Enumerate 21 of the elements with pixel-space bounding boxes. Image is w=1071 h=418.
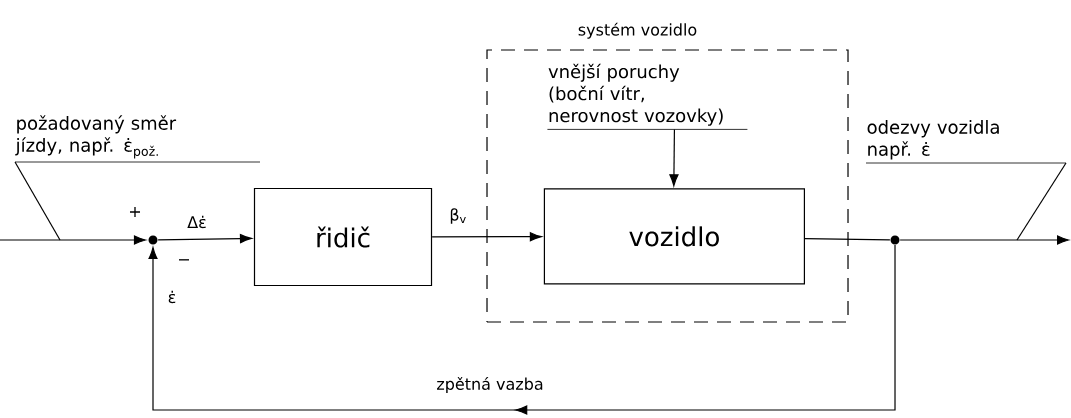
node-label: systém vozidlo [578, 22, 697, 39]
underlined-note: vnější poruchy (boční vítr, nerovnost vozovky) [547, 63, 748, 130]
leader-line [14, 161, 61, 241]
arrow [431, 232, 542, 242]
underlined-note: odezvy vozidla např. ε̇ [865, 120, 1067, 164]
edge-label: zpětná vazba [435, 375, 545, 395]
feedback-arrow [148, 244, 896, 415]
signal-label: − [179, 259, 189, 261]
arrow [157, 234, 252, 244]
process-box: vozidlo [543, 188, 805, 285]
arrow [0, 235, 146, 245]
leader-line [1016, 162, 1067, 241]
signal-label: + [130, 207, 140, 217]
arrow [899, 235, 1069, 245]
line [804, 237, 891, 241]
edge-label: β$_{v}$ [448, 207, 468, 225]
process-box: řidič [253, 187, 433, 287]
arrow [669, 128, 679, 187]
underlined-note: požadovaný směr jízdy, např. ε̇$_{pož.}$ [14, 115, 261, 163]
signal-label: ε̇ [168, 290, 176, 304]
edge-label: Δε̇ [186, 214, 208, 230]
